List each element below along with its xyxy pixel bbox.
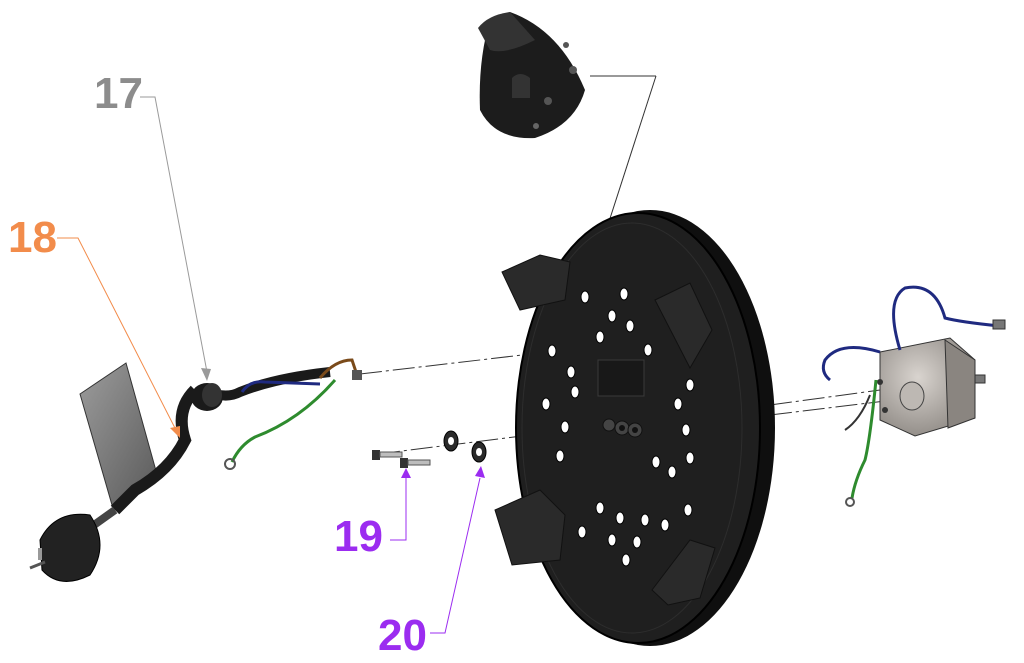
callout-leaders xyxy=(57,96,485,634)
callout-17: 17 xyxy=(94,69,143,118)
base-plate xyxy=(494,210,775,646)
callout-19: 19 xyxy=(334,512,383,561)
cable-grommet xyxy=(191,383,223,411)
callout-20: 20 xyxy=(378,611,427,660)
detail-zoom xyxy=(478,12,585,139)
power-plug xyxy=(29,358,362,582)
leader-19 xyxy=(390,478,407,541)
leader-18 xyxy=(57,237,178,433)
motor xyxy=(821,285,1006,507)
screw xyxy=(372,450,431,468)
washer xyxy=(443,430,487,463)
leader-17 xyxy=(140,96,208,373)
callout-18: 18 xyxy=(8,213,57,262)
leader-20 xyxy=(430,477,481,634)
